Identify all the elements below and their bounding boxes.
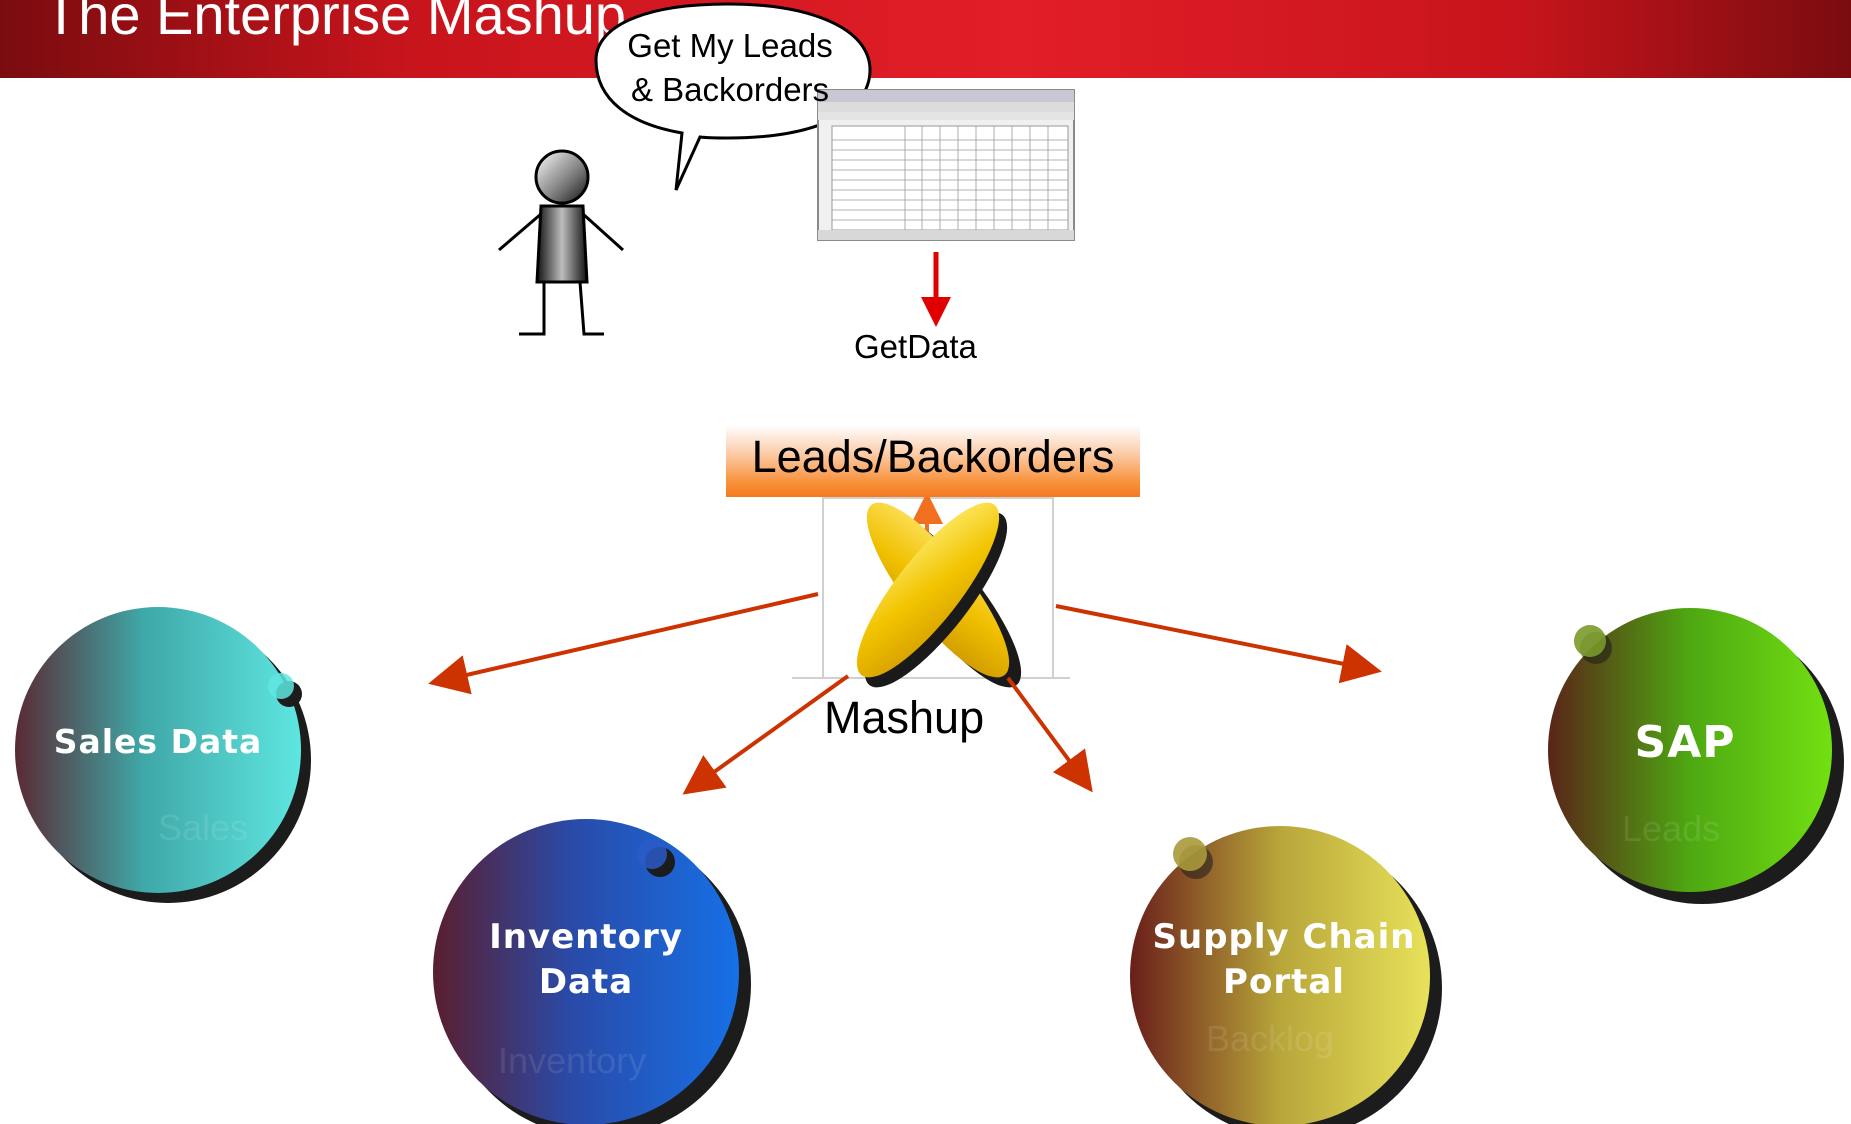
node-label-inventory-data: Inventory Data [446,915,726,1005]
arrow-to-inventory-data [682,674,850,795]
node-ghost-label-inventory: Inventory [498,1040,647,1081]
mashup-logo-icon [792,492,1070,688]
node-label-line: Portal [1223,962,1345,1002]
node-label-sales-data: Sales Data [24,722,292,762]
leads-backorders-box: Leads/Backorders [726,425,1140,497]
node-label-line: Inventory [489,917,683,957]
getdata-label: GetData [854,328,977,365]
arrow-to-sales-data [428,592,819,695]
user-figure-icon [498,149,625,336]
speech-line-2: & Backorders [630,71,830,108]
node-label-sap: SAP [1580,718,1790,768]
speech-line-1: Get My Leads [627,27,833,64]
node-sales-data [15,607,311,903]
node-label-line: SAP [1634,717,1736,768]
node-supply-chain-portal [1130,826,1442,1124]
node-sap [1548,608,1844,904]
arrow-to-supply-chain-portal [1006,676,1093,793]
slide-title: The Enterprise Mashup [44,0,627,46]
arrow-to-sap [1055,604,1382,684]
node-label-line: Supply Chain [1152,917,1416,957]
node-label-supply-chain-portal: Supply Chain Portal [1134,915,1434,1005]
spreadsheet-thumbnail-icon [817,89,1075,241]
mashup-label: Mashup [824,692,985,743]
speech-bubble-text: Get My Leads & Backorders [598,24,862,112]
header-bar: The Enterprise Mashup [0,0,1851,78]
node-ghost-label-leads: Leads [1622,808,1721,849]
node-ghost-label-backlog: Backlog [1206,1018,1335,1059]
node-inventory-data [433,819,751,1124]
node-label-line: Data [538,962,634,1002]
node-label-line: Sales Data [53,722,263,761]
node-ghost-label-sales: Sales [158,807,249,848]
